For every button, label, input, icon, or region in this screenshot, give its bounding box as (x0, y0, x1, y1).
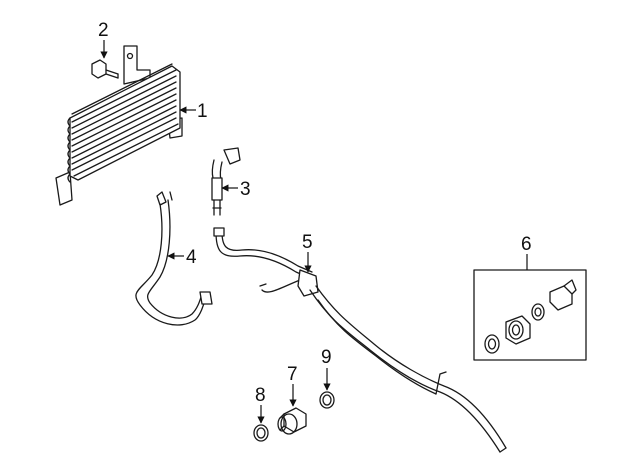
o-ring-8 (253, 424, 269, 442)
cooler-lines (213, 227, 507, 453)
long-hose (135, 191, 213, 326)
o-ring-9 (319, 391, 335, 409)
callout-1: 1 (197, 101, 208, 122)
fitting-kit (473, 269, 587, 361)
callout-3: 3 (240, 179, 251, 200)
bolt (91, 59, 119, 79)
short-hose (211, 147, 241, 216)
callout-7: 7 (287, 364, 298, 385)
leader-lines (100, 40, 528, 424)
callout-5: 5 (302, 232, 313, 253)
oil-cooler (55, 45, 183, 206)
callout-2: 2 (98, 20, 109, 41)
callout-8: 8 (255, 385, 266, 406)
callout-9: 9 (321, 347, 332, 368)
connector (277, 407, 307, 435)
callout-6: 6 (521, 234, 532, 255)
callout-4: 4 (186, 247, 197, 268)
